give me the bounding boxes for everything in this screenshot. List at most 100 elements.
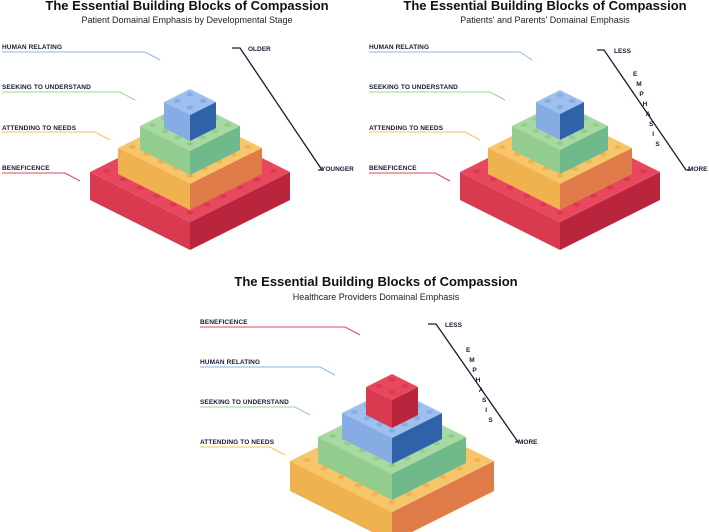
pyramid-layer-blue-stud [199, 99, 207, 103]
pyramid-layer-green-stud [186, 141, 194, 146]
panel3-label-attending-to-needs: ATTENDING TO NEEDS [200, 439, 275, 446]
pyramid-layer-red-stud [606, 185, 614, 190]
pyramid-layer-green-stud [592, 123, 600, 127]
pyramid-layer-blue-top-face [164, 89, 216, 115]
leader-line [200, 446, 286, 456]
pyramid-layer-red-left-face [366, 387, 392, 428]
emphasis-letter: M [469, 357, 475, 364]
pyramid-layer-blue-stud [401, 422, 408, 427]
panel3-axis-top: LESS [445, 322, 462, 329]
pyramid-layer-red-stud [489, 177, 497, 182]
pyramid-layer-yellow-right-face [190, 148, 262, 210]
pyramid-layer-blue-stud [556, 105, 564, 109]
pyramid-layer-yellow-right-face [560, 148, 632, 210]
pyramid-layer-blue-top-face [536, 90, 584, 114]
leader-line [369, 172, 451, 182]
pyramid-layer-yellow-stud [244, 145, 252, 149]
pyramid-layer-red-stud [269, 169, 277, 173]
emphasis-letter: E [466, 347, 471, 354]
pyramid-layer-green-stud [520, 123, 528, 127]
panel2-subtitle: Patients' and Parents' Domainal Emphasis [460, 15, 630, 25]
pyramid-layer-red-stud [523, 194, 531, 198]
pyramid-layer-blue-stud [186, 92, 194, 97]
pyramid-layer-yellow-stud [422, 483, 430, 488]
pyramid-layer-yellow-stud [405, 492, 413, 496]
leader-line [2, 91, 136, 101]
panel2-axis-top: LESS [614, 48, 631, 55]
panel1-label-beneficence: BENEFICENCE [2, 165, 50, 172]
panel2-label-human-relating: HUMAN RELATING [369, 44, 430, 51]
panel3-subtitle: Healthcare Providers Domainal Emphasis [292, 292, 460, 302]
leader-line [369, 131, 481, 141]
pyramid-layer-blue-right-face [560, 102, 584, 140]
pyramid-layer-blue-stud [544, 99, 552, 103]
pyramid-layer-blue-stud [556, 93, 564, 97]
pyramid-layer-blue-stud [173, 99, 181, 103]
panel1-title: The Essential Building Blocks of Compass… [45, 0, 329, 13]
pyramid-layer-red-stud [186, 210, 194, 215]
pyramid-layer-green-right-face [392, 437, 466, 500]
pyramid-layer-yellow-right-face [392, 461, 494, 532]
pyramid-layer-yellow-stud [186, 173, 194, 178]
pyramid-layer-red-right-face [190, 172, 290, 250]
axis-line [232, 47, 324, 171]
panel3-title: The Essential Building Blocks of Compass… [234, 274, 518, 289]
pyramid-layer-red-left-face [460, 172, 560, 250]
pyramid-layer-green-stud [388, 463, 396, 468]
pyramid-layer-yellow-stud [499, 145, 506, 149]
leader-line [369, 91, 506, 101]
pyramid-layer-yellow-stud [337, 475, 345, 479]
emphasis-letter: I [485, 407, 487, 414]
pyramid-layer-red-stud [539, 202, 547, 207]
pyramid-layer-red-stud [253, 177, 261, 182]
pyramid-layer-red-right-face [392, 387, 418, 428]
panel3-label-seeking-to-understand: SEEKING TO UNDERSTAND [200, 399, 289, 406]
pyramid-layer-red-stud [153, 194, 161, 198]
emphasis-letter: H [642, 101, 648, 108]
pyramid-layer-blue-stud [186, 105, 194, 110]
emphasis-letter: P [472, 367, 477, 374]
pyramid-layer-red-stud [219, 194, 227, 198]
panel1-label-seeking-to-understand: SEEKING TO UNDERSTAND [2, 84, 91, 91]
emphasis-letter: I [652, 131, 654, 138]
panel3-label-beneficence: BENEFICENCE [200, 319, 248, 326]
pyramid-layer-red-stud [236, 185, 244, 190]
pyramid-layer-red-stud [203, 202, 211, 207]
pyramid-layer-blue-left-face [536, 102, 560, 140]
pyramid-layer-red-stud [639, 169, 647, 173]
pyramid-layer-yellow-stud [129, 145, 136, 149]
emphasis-letter: M [636, 81, 642, 88]
pyramid-layer-red-stud [401, 384, 409, 388]
emphasis-letter: P [639, 91, 644, 98]
pyramid-layer-yellow-stud [303, 458, 311, 462]
pyramid-layer-blue-right-face [392, 413, 442, 464]
panel2-label-seeking-to-understand: SEEKING TO UNDERSTAND [369, 84, 458, 91]
pyramid-layer-blue-stud [413, 416, 421, 421]
pyramid-layer-green-left-face [512, 126, 560, 174]
pyramid-layer-green-stud [329, 434, 337, 438]
pyramid-layer-green-stud [211, 129, 219, 134]
panel1-label-human-relating: HUMAN RELATING [2, 44, 63, 51]
pyramid-layer-green-stud [224, 123, 231, 127]
pyramid-layer-red-top-face [366, 374, 418, 400]
emphasis-letter: E [633, 71, 638, 78]
pyramid-layer-green-right-face [190, 126, 240, 175]
leader-line [369, 51, 533, 61]
pyramid-layer-red-stud [136, 185, 144, 190]
pyramid-layer-red-left-face [90, 172, 190, 250]
leader-line [200, 406, 311, 416]
pyramid-layer-green-stud [199, 135, 206, 140]
emphasis-letter: S [649, 121, 654, 128]
pyramid-layer-yellow-stud [354, 483, 362, 488]
pyramid-layer-yellow-stud [473, 458, 481, 462]
pyramid-layer-yellow-stud [388, 500, 396, 505]
axis-line [597, 49, 690, 171]
pyramid-layer-green-stud [174, 135, 181, 140]
pyramid-layer-blue-stud [376, 422, 383, 427]
leader-line [2, 172, 81, 182]
pyramid-layer-red-stud [556, 210, 564, 215]
panel2-title: The Essential Building Blocks of Compass… [403, 0, 687, 13]
pyramid-layer-blue-stud [363, 416, 371, 421]
pyramid-layer-red-stud [473, 169, 481, 173]
pyramid-layer-yellow-left-face [488, 148, 560, 210]
